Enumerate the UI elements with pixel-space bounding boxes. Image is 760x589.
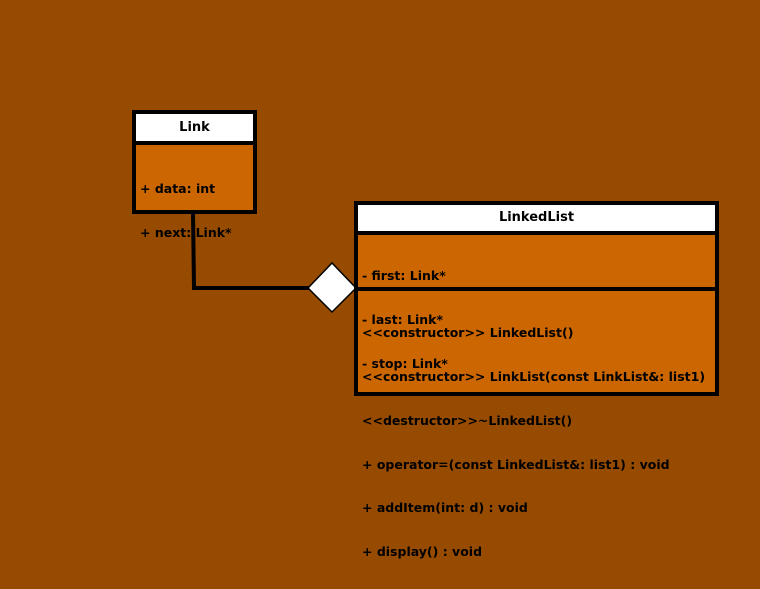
operation: <<destructor>>~LinkedList()	[362, 412, 573, 428]
class-link-attributes: + data: int + next: Link*	[136, 145, 253, 270]
attribute: - first: Link*	[362, 268, 446, 284]
attribute: + next: Link*	[140, 224, 232, 240]
class-linkedlist-operations: <<constructor>> LinkedList() <<construct…	[358, 291, 715, 589]
class-linkedlist-name: LinkedList	[358, 205, 715, 235]
aggregation-line	[191, 211, 310, 290]
class-link-name: Link	[136, 114, 253, 145]
operation: + display() : void	[362, 544, 483, 560]
operation: + operator=(const LinkedList&: list1) : …	[362, 456, 670, 472]
attribute: + data: int	[140, 181, 216, 197]
attribute: - stop: Link*	[362, 355, 448, 371]
operation: <<constructor>> LinkedList()	[362, 325, 574, 341]
operation: + addItem(int: d) : void	[362, 500, 528, 516]
aggregation-diamond-icon	[306, 261, 358, 314]
operation: <<constructor>> LinkList(const LinkList&…	[362, 368, 706, 384]
class-linkedlist-attributes: - first: Link* - last: Link* - stop: Lin…	[358, 235, 715, 370]
class-link[interactable]: Link + data: int + next: Link*	[132, 110, 257, 240]
attribute: - last: Link*	[362, 311, 444, 327]
class-linkedlist[interactable]: LinkedList - first: Link* - last: Link* …	[354, 201, 719, 559]
